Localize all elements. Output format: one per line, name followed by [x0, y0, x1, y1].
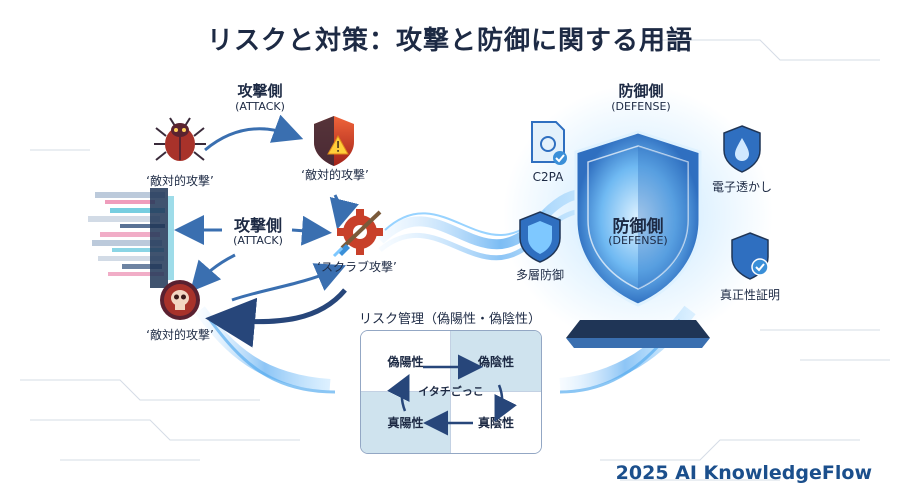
circuit-lines: [20, 39, 890, 481]
bug-icon: [154, 117, 206, 161]
shield-heading: 防御側: [612, 217, 664, 237]
warning-shield-icon: [314, 116, 354, 166]
cycle-arrows: [387, 354, 517, 436]
layered-shield-icon: [519, 211, 561, 263]
footer-brand: 2025 AI KnowledgeFlow: [615, 462, 872, 484]
document-icon: [531, 121, 567, 165]
defense-top-sub: (DEFENSE): [611, 100, 671, 113]
defense-item-c2pa: C2PA: [532, 170, 564, 184]
attack-top-sub: (ATTACK): [235, 100, 285, 113]
defense-item-watermark: 電子透かし: [711, 180, 772, 194]
false-positive-label: 偽陽性: [387, 354, 424, 369]
defense-shield-icon: [566, 130, 710, 348]
verified-shield-icon: [731, 232, 769, 280]
attack-mid-heading: 攻撃側: [233, 216, 282, 235]
true-positive-label: 真陽性: [387, 416, 424, 430]
risk-heading: リスク管理（偽陽性・偽陰性）: [358, 312, 541, 327]
node-adversarial-bottom: ‘敵対的攻撃’: [146, 328, 214, 342]
cell-false-positive: 偽陽性: [361, 331, 451, 392]
node-scrub-attack: ‘スクラブ攻撃’: [317, 260, 397, 274]
page-title: リスクと対策：攻撃と防御に関する用語: [206, 26, 693, 56]
shield-sub: (DEFENSE): [608, 234, 668, 247]
gear-brush-icon: [332, 209, 383, 258]
risk-matrix: 偽陽性 偽陰性 真陽性 真陰性 イタチごっこ: [360, 330, 542, 454]
attack-mid-sub: (ATTACK): [233, 234, 283, 247]
defense-top-heading: 防御側: [618, 82, 664, 100]
cycle-label: イタチごっこ: [418, 385, 484, 398]
defense-item-layered: 多層防御: [515, 268, 564, 282]
node-adversarial-top-left: ‘敵対的攻撃’: [146, 174, 214, 188]
false-negative-label: 偽陰性: [477, 354, 514, 369]
watermark-shield-icon: [723, 125, 761, 173]
defense-item-authenticity: 真正性証明: [719, 288, 780, 302]
attack-arrows: [174, 114, 359, 348]
node-adversarial-top-right: ‘敵対的攻撃’: [301, 168, 369, 182]
attack-top-heading: 攻撃側: [237, 82, 283, 100]
glitch-pixels: [88, 188, 174, 288]
skull-icon: [160, 280, 200, 320]
